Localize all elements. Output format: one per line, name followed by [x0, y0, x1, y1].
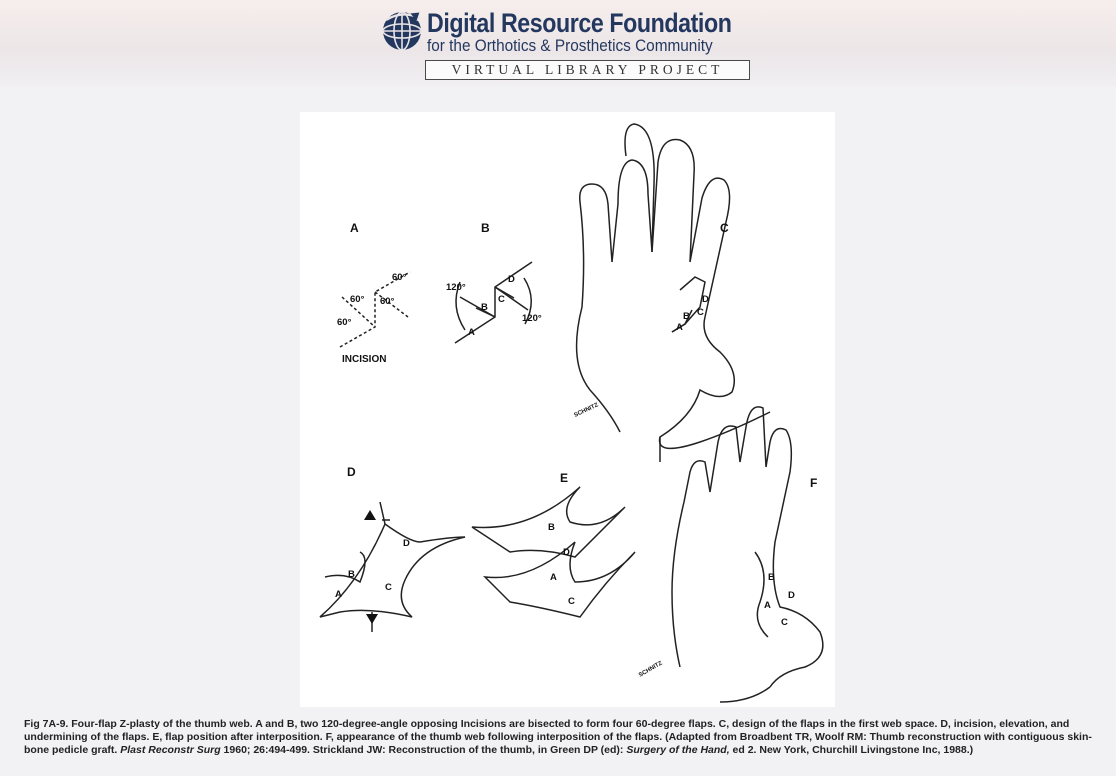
angle-label: 60° [380, 296, 395, 307]
panel-label-d: D [347, 465, 356, 479]
flap-label: C [568, 596, 575, 607]
flap-label: D [508, 274, 515, 285]
angle-label: 60° [337, 317, 352, 328]
flap-label: A [764, 600, 771, 611]
flap-label: A [335, 589, 342, 600]
arrow-icons [364, 510, 378, 624]
flap-label: B [548, 522, 555, 533]
panel-a-incision [339, 271, 411, 348]
flap-label: C [385, 582, 392, 593]
panel-f-hand [671, 406, 824, 703]
caption-text: Fig 7A-9. Four-flap Z-plasty of the thum… [24, 718, 1092, 756]
angle-label: 60° [392, 272, 407, 283]
site-header: Digital Resource Foundation for the Orth… [0, 0, 1116, 86]
arrow-up-icon [364, 510, 376, 520]
signature: SCHNITZ [573, 402, 599, 419]
arrow-down-icon [366, 614, 378, 624]
panel-label-a: A [350, 221, 359, 235]
panel-label-f: F [810, 476, 817, 490]
flap-label: A [468, 327, 475, 338]
foundation-logo[interactable]: Digital Resource Foundation for the Orth… [380, 6, 755, 82]
panel-c-hand [575, 123, 771, 462]
caption-text: 1960; 26:494-499. Strickland JW: Reconst… [220, 744, 627, 756]
flap-label: D [563, 547, 570, 558]
project-banner: VIRTUAL LIBRARY PROJECT [425, 60, 750, 80]
panel-d-flaps [319, 501, 466, 632]
flap-label: B [348, 569, 355, 580]
angle-label: 60° [350, 294, 365, 305]
incision-label: INCISION [342, 354, 386, 365]
globe-icon [382, 11, 422, 51]
figure-image: A B C D E F 60° 60° 60° 60° INCISION 120… [300, 112, 835, 707]
angle-label: 120° [446, 282, 466, 293]
caption-text: ed 2. New York, Churchill Livingstone In… [729, 744, 974, 756]
flap-label: C [781, 617, 788, 628]
flap-label: A [550, 572, 557, 583]
flap-label: D [403, 538, 410, 549]
panel-e-flaps [471, 486, 636, 618]
panel-label-e: E [560, 471, 568, 485]
panel-label-b: B [481, 221, 490, 235]
flap-label: C [697, 307, 704, 318]
flap-label: B [481, 302, 488, 313]
panel-label-c: C [720, 221, 729, 235]
foundation-subtitle: for the Orthotics & Prosthetics Communit… [427, 37, 713, 55]
flap-label: B [683, 311, 690, 322]
foundation-title: Digital Resource Foundation [427, 8, 732, 38]
flap-label: D [788, 590, 795, 601]
panel-b-zplasty [454, 261, 533, 344]
flap-label: C [498, 294, 505, 305]
flap-label: B [768, 572, 775, 583]
caption-book: Surgery of the Hand, [626, 744, 730, 756]
signature: SCHNITZ [638, 660, 664, 678]
figure-drawing: A B C D E F 60° 60° 60° 60° INCISION 120… [319, 123, 824, 703]
flap-label: A [676, 322, 683, 333]
angle-label: 120° [522, 313, 542, 324]
caption-journal: Plast Reconstr Surg [120, 744, 221, 756]
figure-caption: Fig 7A-9. Four-flap Z-plasty of the thum… [24, 718, 1110, 757]
flap-label: D [702, 294, 709, 305]
